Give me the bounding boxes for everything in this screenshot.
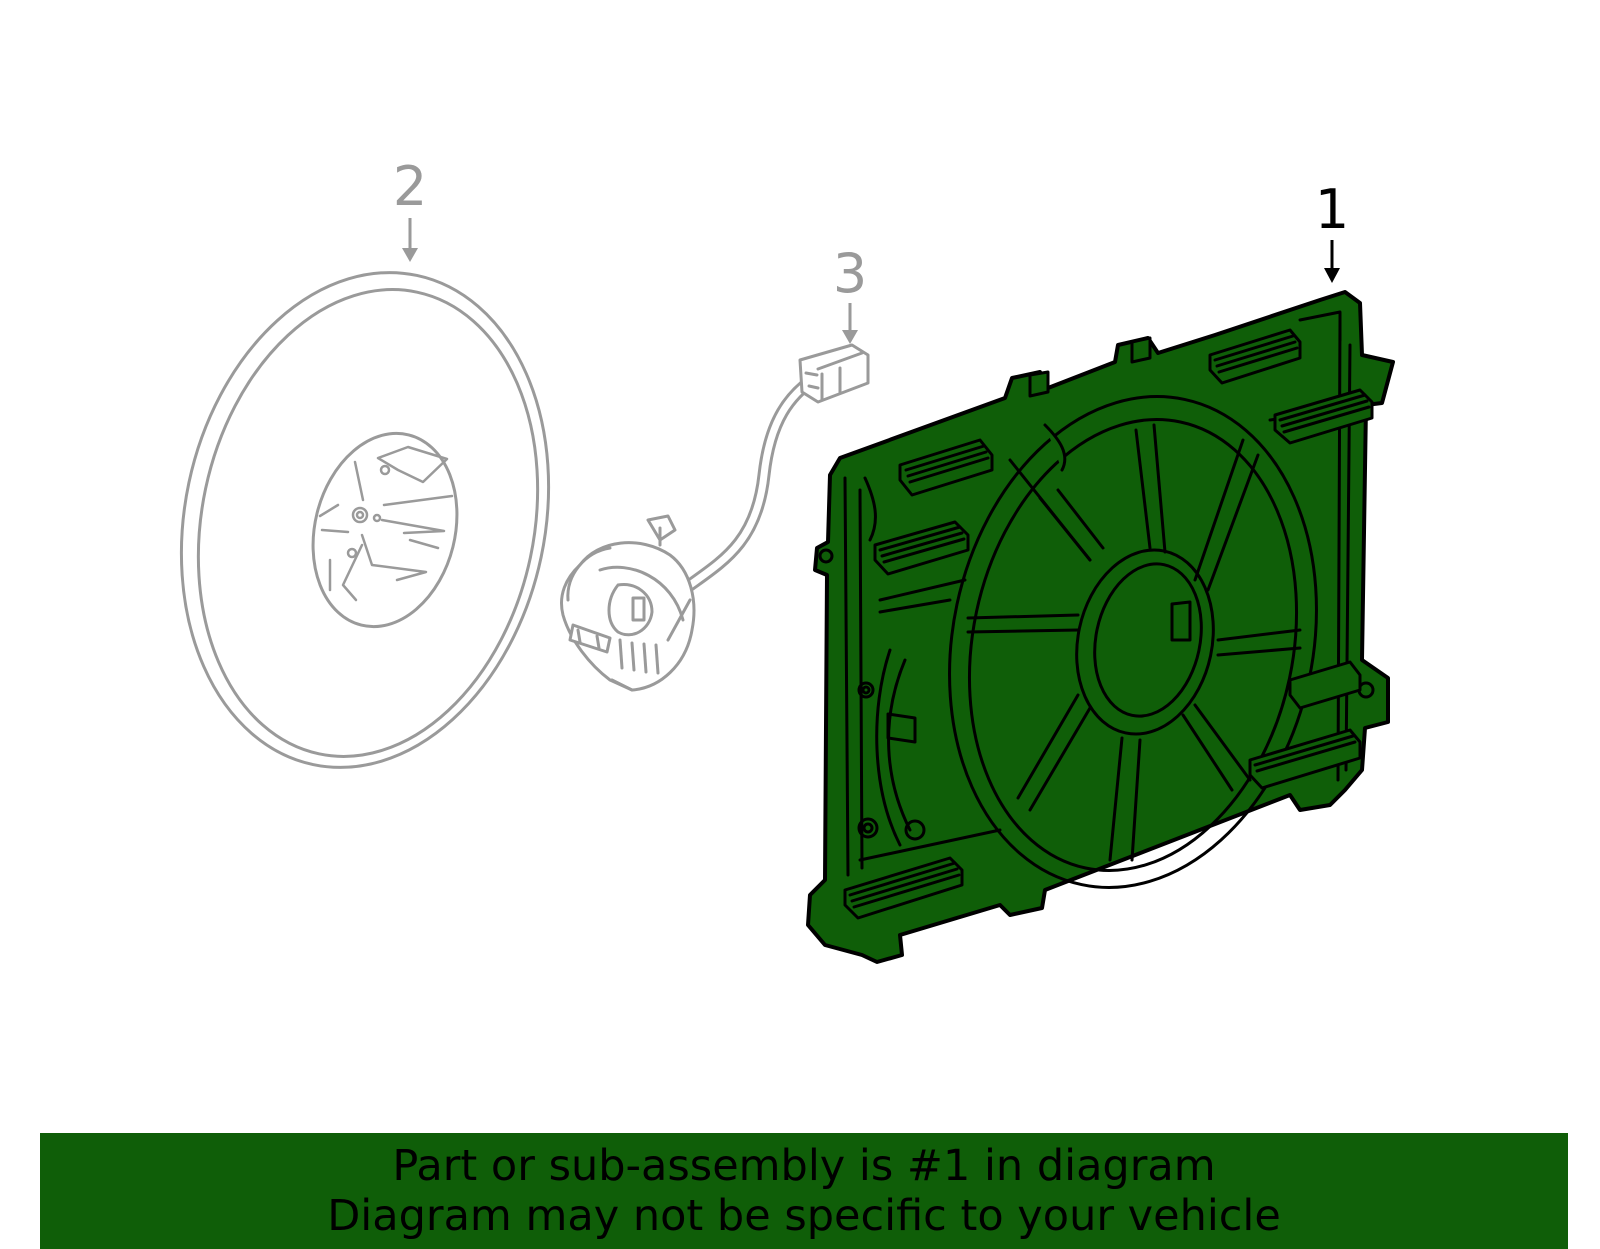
motor-wire-core (686, 374, 819, 589)
fan-shroud-part[interactable] (806, 290, 1395, 964)
fan-blade-outer-ring (179, 271, 551, 769)
shroud-clips (843, 328, 1374, 920)
motor-wire (683, 371, 822, 592)
callout-2-number: 2 (393, 155, 427, 218)
motor-body (560, 514, 696, 692)
callout-1-number: 1 (1315, 178, 1349, 241)
shroud-spokes (966, 423, 1302, 862)
callout-1: 1 (1315, 178, 1349, 283)
callout-2: 2 (393, 155, 427, 262)
callout-3-arrowhead (842, 330, 858, 344)
fan-blade-vanes (318, 445, 454, 602)
motor-connector (798, 343, 870, 404)
fan-blade-hub (311, 431, 459, 629)
fan-blade-part[interactable] (137, 238, 593, 802)
banner-line-1: Part or sub-assembly is #1 in diagram (392, 1141, 1216, 1191)
info-banner: Part or sub-assembly is #1 in diagram Di… (40, 1133, 1568, 1249)
fan-blade-inner-ring (196, 288, 540, 758)
shroud-outline (806, 290, 1395, 964)
callout-3: 3 (833, 242, 867, 344)
banner-line-2: Diagram may not be specific to your vehi… (327, 1191, 1281, 1241)
callout-3-number: 3 (833, 242, 867, 305)
callout-2-arrowhead (402, 248, 418, 262)
callout-1-arrowhead (1324, 268, 1340, 283)
fan-motor-part[interactable] (560, 343, 870, 692)
